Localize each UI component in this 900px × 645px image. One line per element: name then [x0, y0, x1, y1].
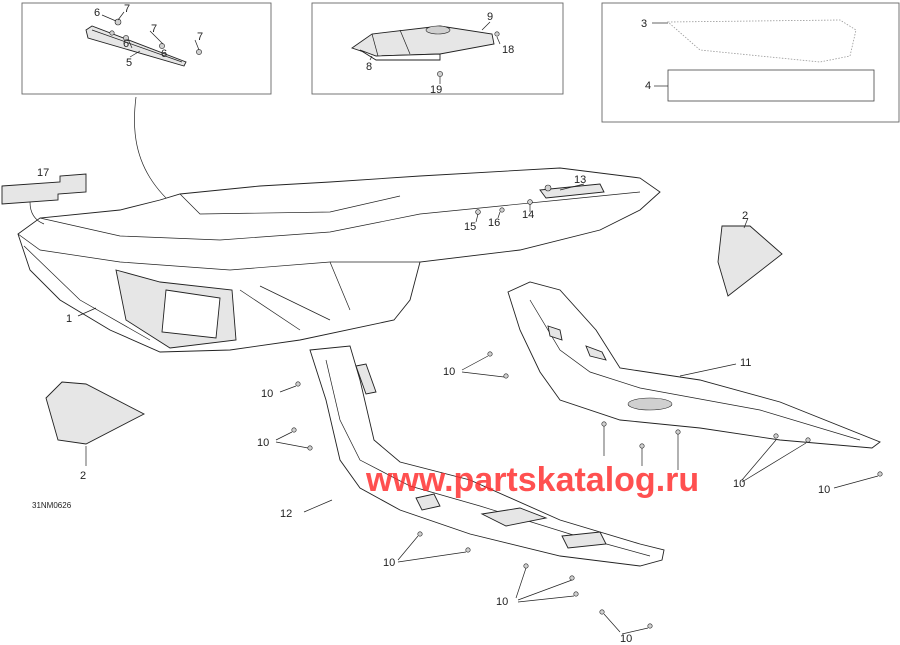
- part-4-decal-plate: [667, 69, 875, 102]
- detail-frame-decals: [601, 2, 900, 123]
- callout-1: 1: [66, 313, 72, 325]
- document-number: 31NM0626: [32, 501, 72, 510]
- callout-11: 11: [740, 357, 751, 369]
- callout-12: 12: [280, 508, 292, 520]
- callout-18: 18: [502, 44, 514, 56]
- callout-8: 8: [366, 61, 372, 73]
- callout-10: 10: [261, 388, 273, 400]
- callout-17: 17: [37, 167, 49, 179]
- detail-frame-console: [311, 2, 564, 95]
- fastener-group: [291, 351, 883, 629]
- callout-13: 13: [574, 174, 586, 186]
- callout-16: 16: [488, 217, 500, 229]
- callout-5: 5: [126, 57, 132, 69]
- callout-6: 6: [123, 38, 129, 50]
- callout-10: 10: [257, 437, 269, 449]
- callout-10: 10: [620, 633, 632, 645]
- watermark-text: www.partskatalog.ru: [365, 461, 699, 499]
- callout-7: 7: [197, 31, 203, 43]
- callout-9: 9: [487, 11, 493, 23]
- callout-7: 7: [124, 3, 130, 15]
- part-2-side-panel-right: [717, 225, 783, 297]
- part-12-side-rail: [309, 345, 665, 567]
- callout-2: 2: [742, 210, 748, 222]
- callout-10: 10: [818, 484, 830, 496]
- callout-14: 14: [522, 209, 534, 221]
- callout-3: 3: [641, 18, 647, 30]
- callout-10: 10: [443, 366, 455, 378]
- callout-7: 7: [151, 23, 157, 35]
- part-3-decal-outline: [666, 19, 857, 63]
- callout-15: 15: [464, 221, 476, 233]
- detail-frame-bracket: [21, 2, 272, 95]
- callout-10: 10: [496, 596, 508, 608]
- callout-2: 2: [80, 470, 86, 482]
- part-11-lower-panel: [507, 281, 881, 449]
- part-2-side-panel-left: [45, 381, 145, 445]
- callout-6: 6: [161, 48, 167, 60]
- callout-6: 6: [94, 7, 100, 19]
- callout-10: 10: [733, 478, 745, 490]
- part-17-foam-block: [1, 173, 87, 205]
- part-8-console-cover: [351, 25, 500, 77]
- callout-10: 10: [383, 557, 395, 569]
- callout-19: 19: [430, 84, 442, 96]
- callout-4: 4: [645, 80, 651, 92]
- part-5-bracket-strip: [85, 18, 202, 67]
